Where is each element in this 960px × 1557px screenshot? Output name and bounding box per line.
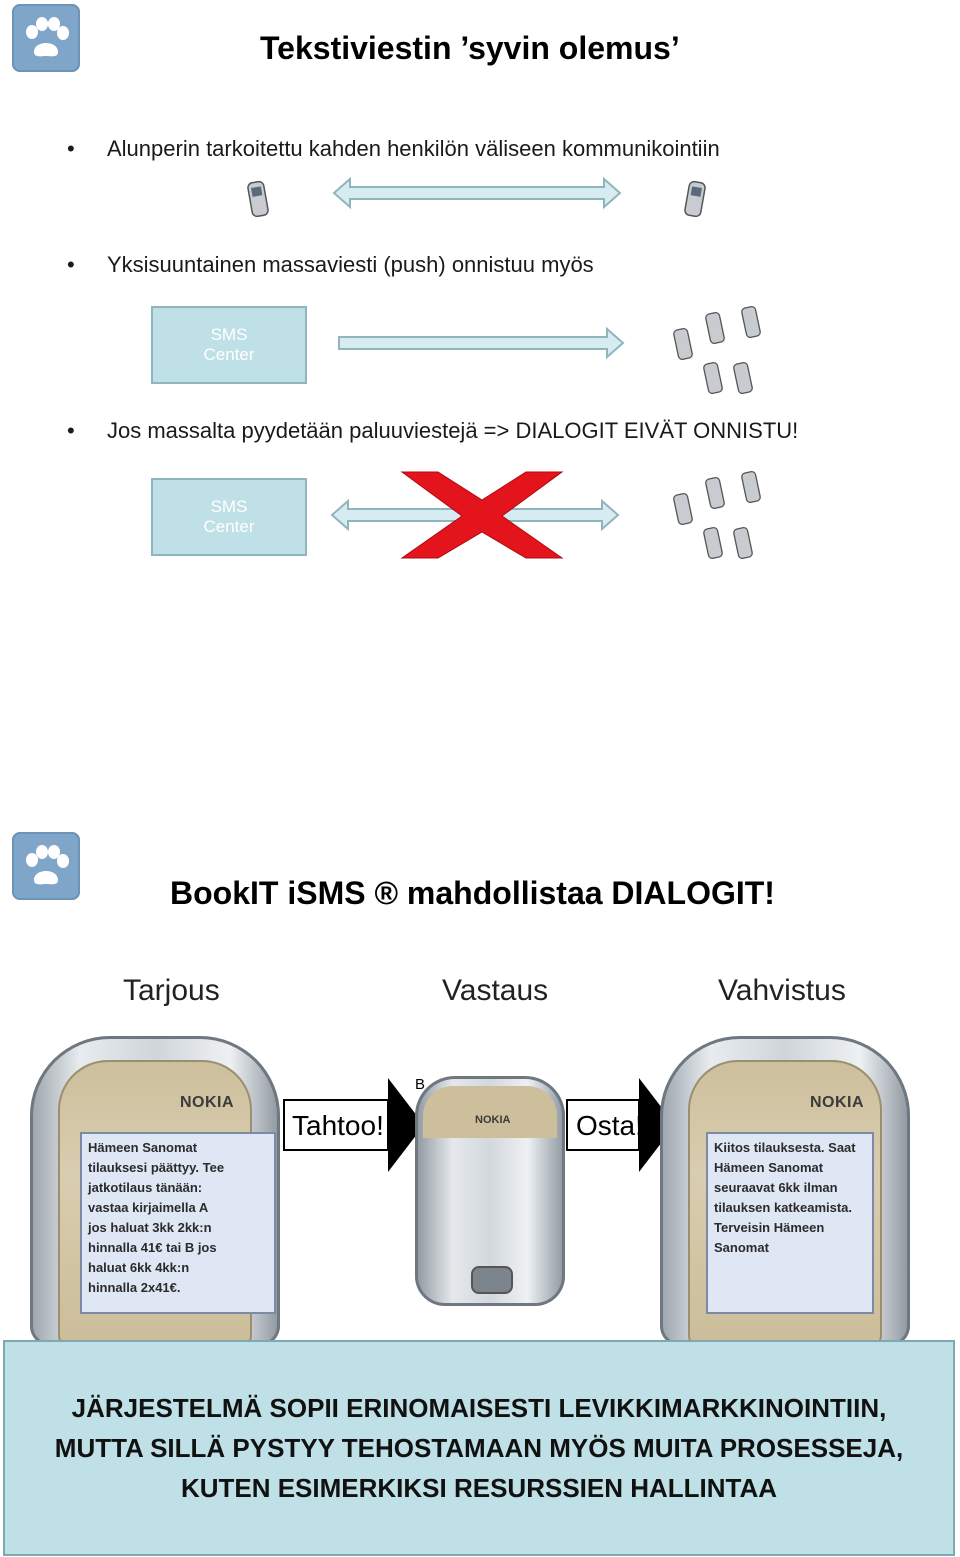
bullet-2-text: Yksisuuntainen massaviesti (push) onnist… xyxy=(107,252,594,277)
phone-group-2 xyxy=(670,470,770,565)
red-cross-icon xyxy=(392,470,572,562)
banner-line-2: MUTTA SILLÄ PYSTYY TEHOSTAMAAN MYÖS MUIT… xyxy=(5,1428,953,1468)
phone-offer: NOKIA Hämeen Sanomat tilauksesi päättyy.… xyxy=(30,1036,280,1346)
column-label-reply: Vastaus xyxy=(442,974,548,1008)
navigation-key xyxy=(471,1266,513,1294)
phone-reply: NOKIA B xyxy=(415,1076,565,1306)
sms-center-line2: Center xyxy=(153,345,305,365)
bullet-3-text: Jos massalta pyydetään paluuviestejä => … xyxy=(107,418,798,443)
sms-center-line1: SMS xyxy=(153,325,305,345)
offer-message-screen: Hämeen Sanomat tilauksesi päättyy. Tee j… xyxy=(80,1132,276,1314)
mobile-phone-icon xyxy=(684,180,708,220)
arrow-label-want: Tahtoo! xyxy=(292,1110,384,1142)
sms-center-box: SMS Center xyxy=(151,306,307,384)
column-label-offer: Tarjous xyxy=(123,974,220,1008)
mobile-phone-icon xyxy=(247,180,271,220)
mobile-phone-group-icon xyxy=(670,470,770,565)
right-arrow-icon xyxy=(337,326,627,360)
bullet-1: •Alunperin tarkoitettu kahden henkilön v… xyxy=(107,136,720,162)
sms-center-line1: SMS xyxy=(153,497,305,517)
phone-brand-label: NOKIA xyxy=(810,1094,864,1112)
mobile-phone-group-icon xyxy=(670,305,770,400)
phone-group xyxy=(670,305,770,400)
sms-center-line2: Center xyxy=(153,517,305,537)
column-label-confirmation: Vahvistus xyxy=(718,974,846,1008)
phone-confirmation: NOKIA Kiitos tilauksesta. Saat Hämeen Sa… xyxy=(660,1036,910,1346)
banner-line-3: KUTEN ESIMERKIKSI RESURSSIEN HALLINTAA xyxy=(5,1468,953,1508)
phone-brand-label: NOKIA xyxy=(475,1114,510,1126)
bullet-3: •Jos massalta pyydetään paluuviestejä =>… xyxy=(107,418,798,444)
bullet-2: •Yksisuuntainen massaviesti (push) onnis… xyxy=(107,252,594,278)
paw-logo-icon xyxy=(12,4,80,72)
banner-line-1: JÄRJESTELMÄ SOPII ERINOMAISESTI LEVIKKIM… xyxy=(5,1388,953,1428)
confirmation-message-screen: Kiitos tilauksesta. Saat Hämeen Sanomat … xyxy=(706,1132,874,1314)
summary-banner: JÄRJESTELMÄ SOPII ERINOMAISESTI LEVIKKIM… xyxy=(3,1340,955,1556)
slide-1-title: Tekstiviestin ’syvin olemus’ xyxy=(260,30,680,67)
paw-logo-icon xyxy=(12,832,80,900)
bullet-1-text: Alunperin tarkoitettu kahden henkilön vä… xyxy=(107,136,720,161)
double-arrow-icon xyxy=(332,176,622,210)
sms-center-box-2: SMS Center xyxy=(151,478,307,556)
arrow-label-buy: Osta! xyxy=(576,1110,643,1142)
slide-2-title: BookIT iSMS ® mahdollistaa DIALOGIT! xyxy=(170,875,775,912)
phone-brand-label: NOKIA xyxy=(180,1094,234,1112)
